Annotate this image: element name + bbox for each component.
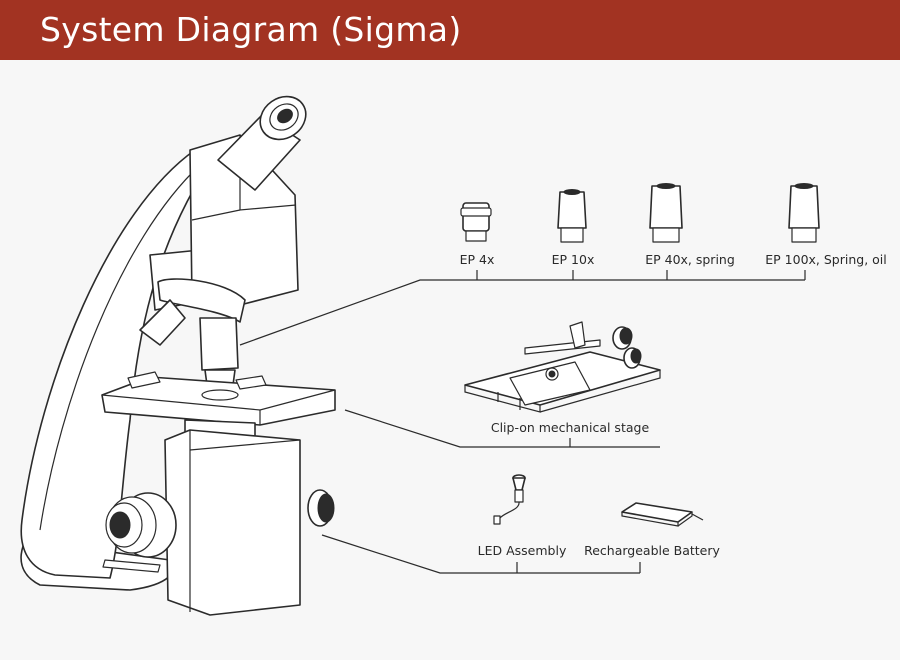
eyepiece-100x bbox=[788, 183, 820, 243]
objective-lens bbox=[199, 317, 239, 371]
mechanical-stage-label: Clip-on mechanical stage bbox=[491, 420, 650, 435]
eyepiece-10x bbox=[557, 189, 587, 243]
eyepiece-40x-label: EP 40x, spring bbox=[645, 252, 735, 267]
mechanical-stage-illustration bbox=[464, 321, 661, 413]
led-assembly-label: LED Assembly bbox=[478, 543, 567, 558]
eyepiece-4x-label: EP 4x bbox=[460, 252, 495, 267]
page-title: System Diagram (Sigma) bbox=[40, 10, 462, 49]
eyepiece-10x-label: EP 10x bbox=[552, 252, 595, 267]
eyepiece-100x-label: EP 100x, Spring, oil bbox=[765, 252, 887, 267]
led-assembly-illustration bbox=[493, 474, 526, 525]
focus-knob bbox=[105, 492, 177, 558]
header-bar: System Diagram (Sigma) bbox=[0, 0, 900, 60]
leader-lines bbox=[239, 270, 806, 574]
battery-illustration bbox=[621, 502, 704, 527]
eyepiece-40x bbox=[649, 183, 683, 243]
microscope-body bbox=[164, 429, 301, 616]
microscope-illustration bbox=[20, 95, 336, 616]
battery-label: Rechargeable Battery bbox=[584, 543, 720, 558]
eyepiece-4x bbox=[460, 202, 492, 242]
